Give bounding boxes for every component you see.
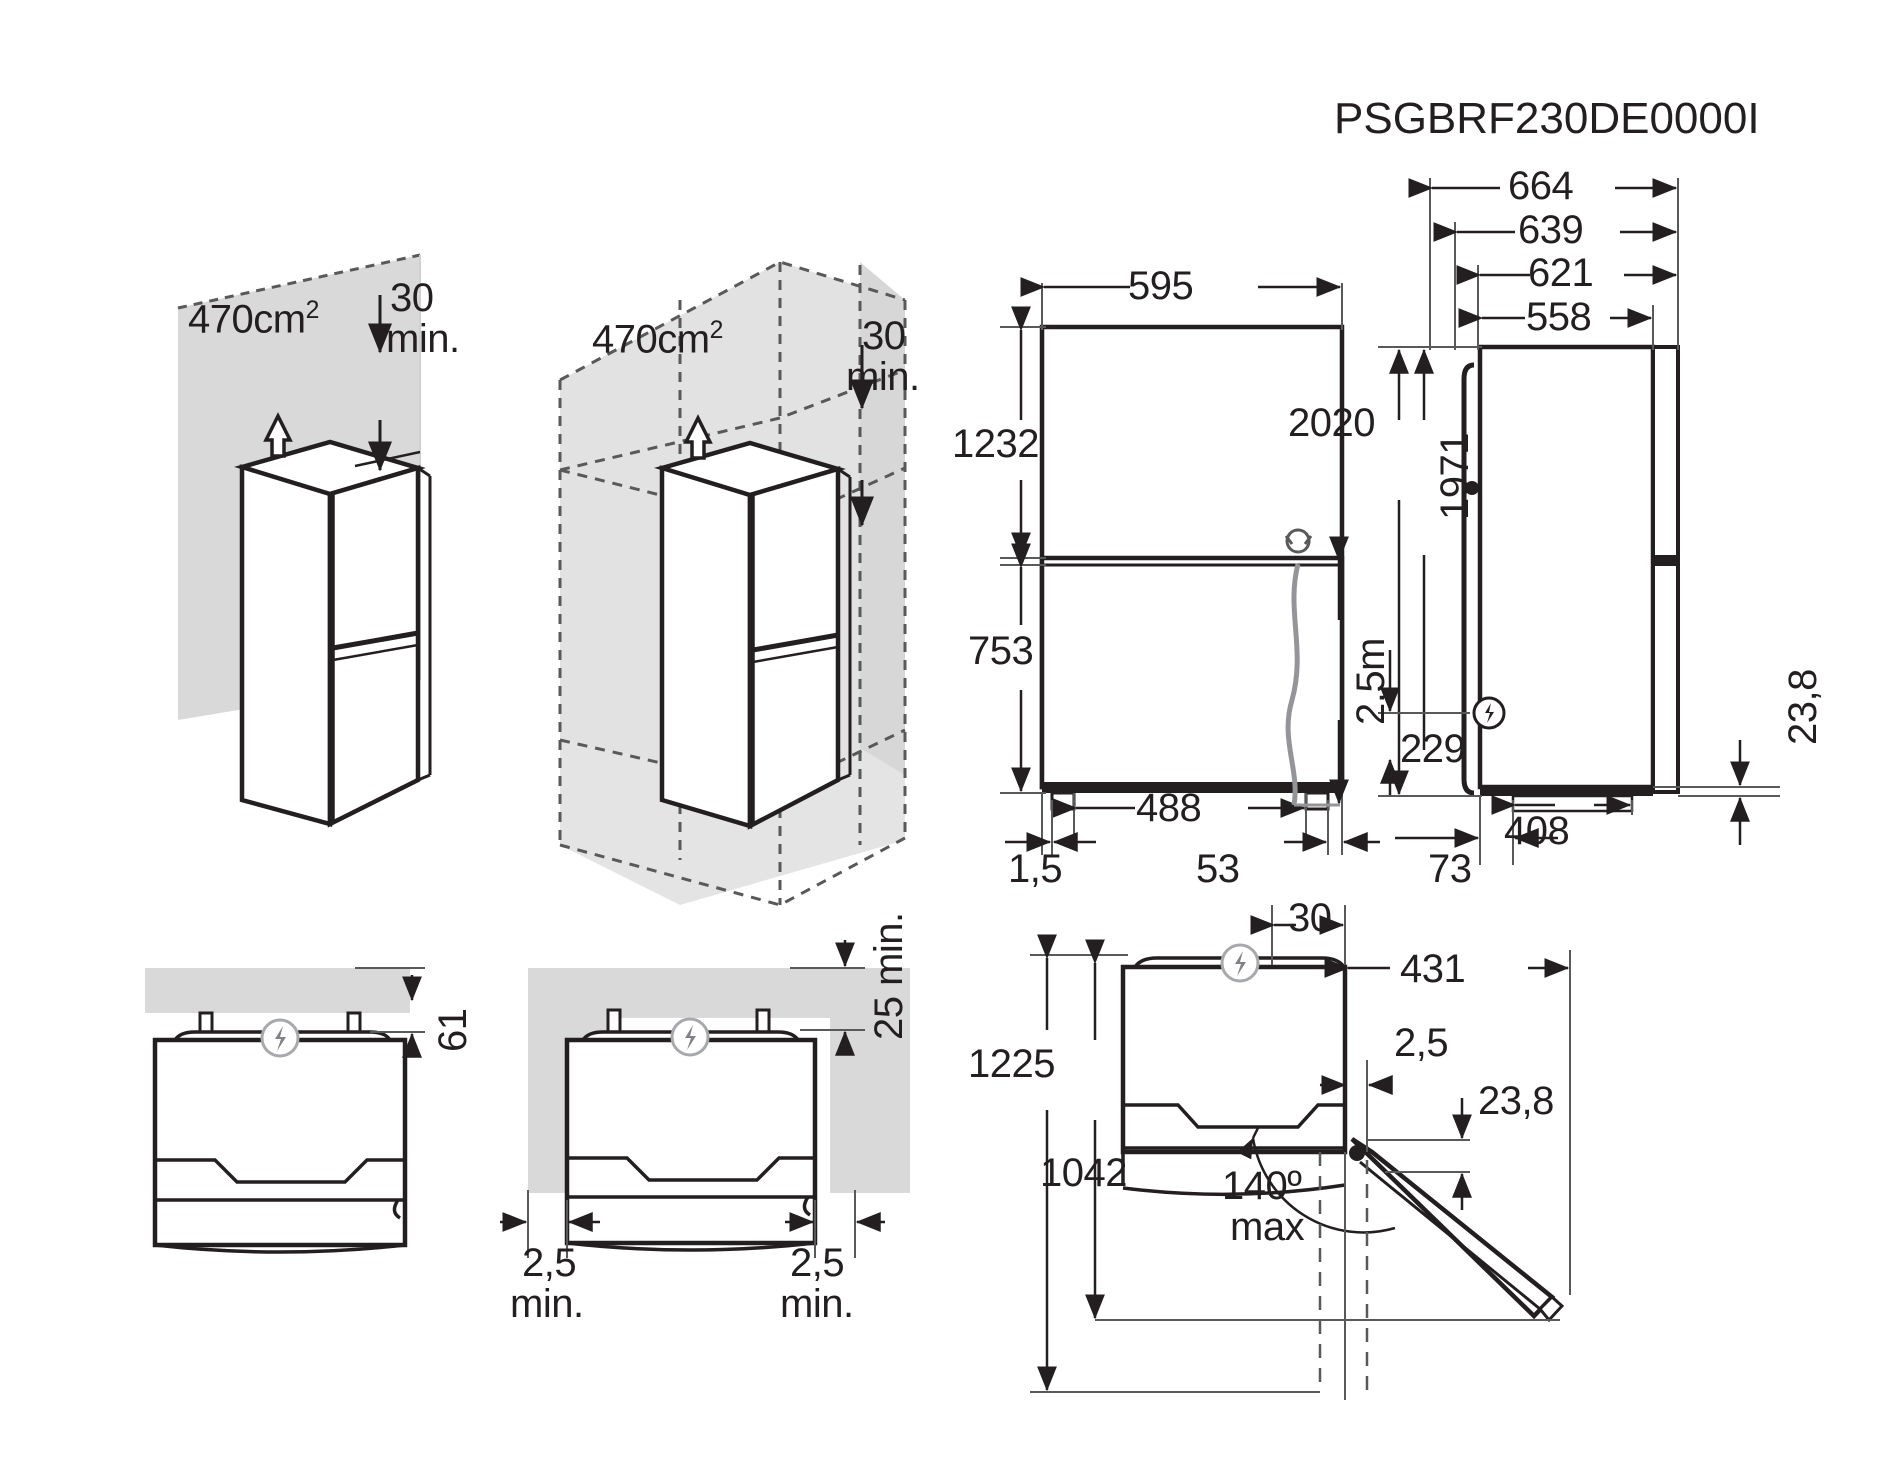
- dim-max-angle: 140º: [1222, 1164, 1302, 1208]
- top-clearance-value-2: 30: [862, 314, 906, 358]
- dim-30-handle: 30: [1288, 896, 1332, 940]
- vent-area-superscript-2: 2: [709, 317, 724, 344]
- dim-639: 639: [1518, 208, 1584, 252]
- view-iso-free-standing: [177, 253, 432, 828]
- dim-1225: 1225: [968, 1042, 1055, 1086]
- top-clearance-value-1: 30: [390, 276, 434, 320]
- dim-431: 431: [1400, 947, 1466, 991]
- top-clearance-min-1: min.: [386, 317, 460, 361]
- dim-621: 621: [1528, 251, 1594, 295]
- dim-595: 595: [1128, 264, 1194, 308]
- dim-23-8-side: 23,8: [1781, 669, 1825, 745]
- view-side-elevation: [1378, 178, 1780, 865]
- dim-664: 664: [1508, 164, 1574, 208]
- dim-408: 408: [1504, 809, 1570, 853]
- vent-area-label-1: 470cm2: [188, 297, 320, 342]
- vent-area-label-2: 470cm2: [592, 317, 724, 362]
- dim-2-5-min-right-word: min.: [780, 1282, 854, 1326]
- view-plan-recess: [500, 940, 910, 1258]
- dim-1232: 1232: [952, 422, 1039, 466]
- dim-1042: 1042: [1040, 1151, 1127, 1195]
- dim-max-angle-word: max: [1230, 1205, 1305, 1249]
- dim-558: 558: [1526, 295, 1592, 339]
- view-front-elevation: [1000, 277, 1380, 855]
- dim-23-8-door: 23,8: [1478, 1079, 1554, 1123]
- page-title: PSGBRF230DE0000I: [1334, 94, 1760, 143]
- view-iso-recess: [558, 260, 907, 907]
- dim-2-5-min-left: 2,5: [522, 1241, 577, 1285]
- dim-229: 229: [1400, 727, 1466, 771]
- power-symbol-plan-3: [1220, 943, 1260, 983]
- vent-area-superscript-1: 2: [305, 297, 320, 324]
- dim-2020: 2020: [1288, 401, 1375, 445]
- view-plan-free-standing: [145, 967, 425, 1254]
- power-symbol-side: [1472, 696, 1506, 730]
- view-power-cord: [1284, 528, 1349, 807]
- dim-73: 73: [1428, 847, 1472, 891]
- view-plan-door-swing: [1030, 905, 1571, 1400]
- dim-53: 53: [1196, 847, 1240, 891]
- dim-2-5-min-right: 2,5: [790, 1241, 845, 1285]
- dim-1971: 1971: [1433, 433, 1477, 520]
- dim-2-5-hinge: 2,5: [1394, 1021, 1449, 1065]
- dim-cord-length: 2,5m: [1349, 638, 1393, 725]
- top-clearance-min-2: min.: [846, 355, 920, 399]
- dim-25-min: 25 min.: [867, 912, 911, 1040]
- dim-1-5: 1,5: [1008, 847, 1063, 891]
- power-symbol-plan-2: [670, 1017, 710, 1057]
- dim-61: 61: [431, 1008, 475, 1053]
- dim-488: 488: [1136, 786, 1202, 830]
- dim-753: 753: [968, 629, 1034, 673]
- power-symbol-plan-1: [260, 1018, 300, 1058]
- dim-2-5-min-left-word: min.: [510, 1282, 584, 1326]
